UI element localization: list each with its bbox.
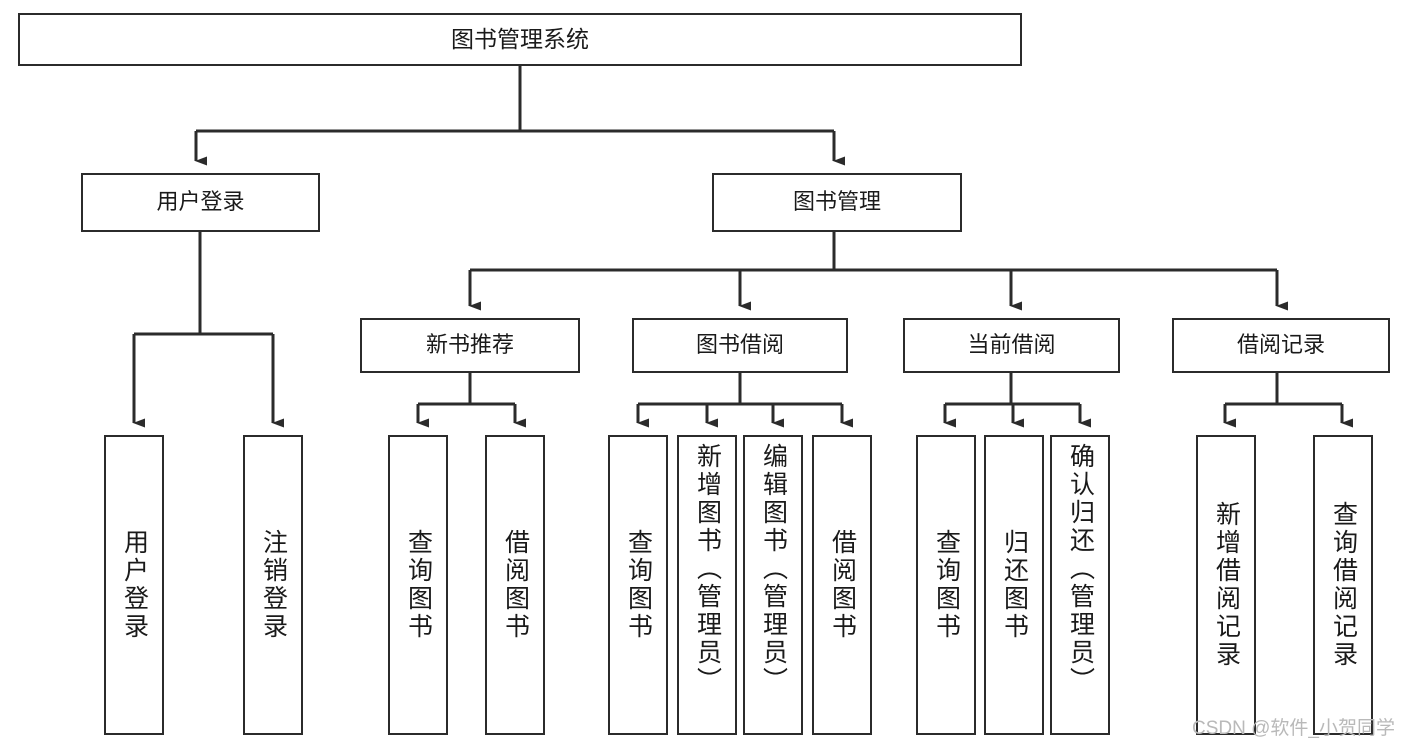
- node-leaf-cur-return[interactable]: 归还图书: [984, 435, 1044, 735]
- node-leaf-rec-borrow[interactable]: 借阅图书: [485, 435, 545, 735]
- node-user-login-label: 用户登录: [156, 189, 245, 215]
- node-new-book-rec-label: 新书推荐: [425, 332, 514, 358]
- node-leaf-borrow-query-label: 查询图书: [624, 529, 653, 641]
- node-leaf-borrow-query[interactable]: 查询图书: [608, 435, 668, 735]
- node-leaf-borrow-edit[interactable]: 编辑图书（管理员）: [743, 435, 803, 735]
- node-leaf-cur-query-label: 查询图书: [932, 529, 961, 641]
- node-leaf-cur-confirm[interactable]: 确认归还（管理员）: [1050, 435, 1110, 735]
- node-leaf-rec-add-label: 新增借阅记录: [1212, 501, 1241, 669]
- node-book-manage-label: 图书管理: [792, 189, 881, 215]
- node-leaf-rec-query-label: 查询图书: [404, 529, 433, 641]
- node-leaf-cur-confirm-label: 确认归还（管理员）: [1066, 443, 1095, 695]
- node-borrow-record-label: 借阅记录: [1236, 332, 1325, 358]
- node-leaf-user-login[interactable]: 用户登录: [104, 435, 164, 735]
- node-leaf-borrow-lend[interactable]: 借阅图书: [812, 435, 872, 735]
- node-new-book-rec[interactable]: 新书推荐: [360, 318, 580, 373]
- node-leaf-borrow-lend-label: 借阅图书: [828, 529, 857, 641]
- node-book-manage[interactable]: 图书管理: [712, 173, 962, 232]
- node-leaf-rec-query2[interactable]: 查询借阅记录: [1313, 435, 1373, 735]
- node-leaf-borrow-add-label: 新增图书（管理员）: [693, 443, 722, 695]
- node-leaf-user-logout[interactable]: 注销登录: [243, 435, 303, 735]
- node-leaf-borrow-add[interactable]: 新增图书（管理员）: [677, 435, 737, 735]
- node-current-borrow[interactable]: 当前借阅: [903, 318, 1120, 373]
- node-leaf-borrow-edit-label: 编辑图书（管理员）: [759, 443, 788, 695]
- node-leaf-rec-add[interactable]: 新增借阅记录: [1196, 435, 1256, 735]
- node-user-login[interactable]: 用户登录: [81, 173, 320, 232]
- node-book-borrow[interactable]: 图书借阅: [632, 318, 848, 373]
- node-root[interactable]: 图书管理系统: [18, 13, 1022, 66]
- node-leaf-cur-query[interactable]: 查询图书: [916, 435, 976, 735]
- node-leaf-cur-return-label: 归还图书: [1000, 529, 1029, 641]
- node-leaf-rec-query2-label: 查询借阅记录: [1329, 501, 1358, 669]
- node-borrow-record[interactable]: 借阅记录: [1172, 318, 1390, 373]
- node-book-borrow-label: 图书借阅: [695, 332, 784, 358]
- node-leaf-rec-query[interactable]: 查询图书: [388, 435, 448, 735]
- node-root-label: 图书管理系统: [451, 26, 589, 53]
- node-leaf-rec-borrow-label: 借阅图书: [501, 529, 530, 641]
- node-current-borrow-label: 当前借阅: [967, 332, 1056, 358]
- node-leaf-user-login-label: 用户登录: [120, 529, 149, 641]
- node-leaf-user-logout-label: 注销登录: [259, 529, 288, 641]
